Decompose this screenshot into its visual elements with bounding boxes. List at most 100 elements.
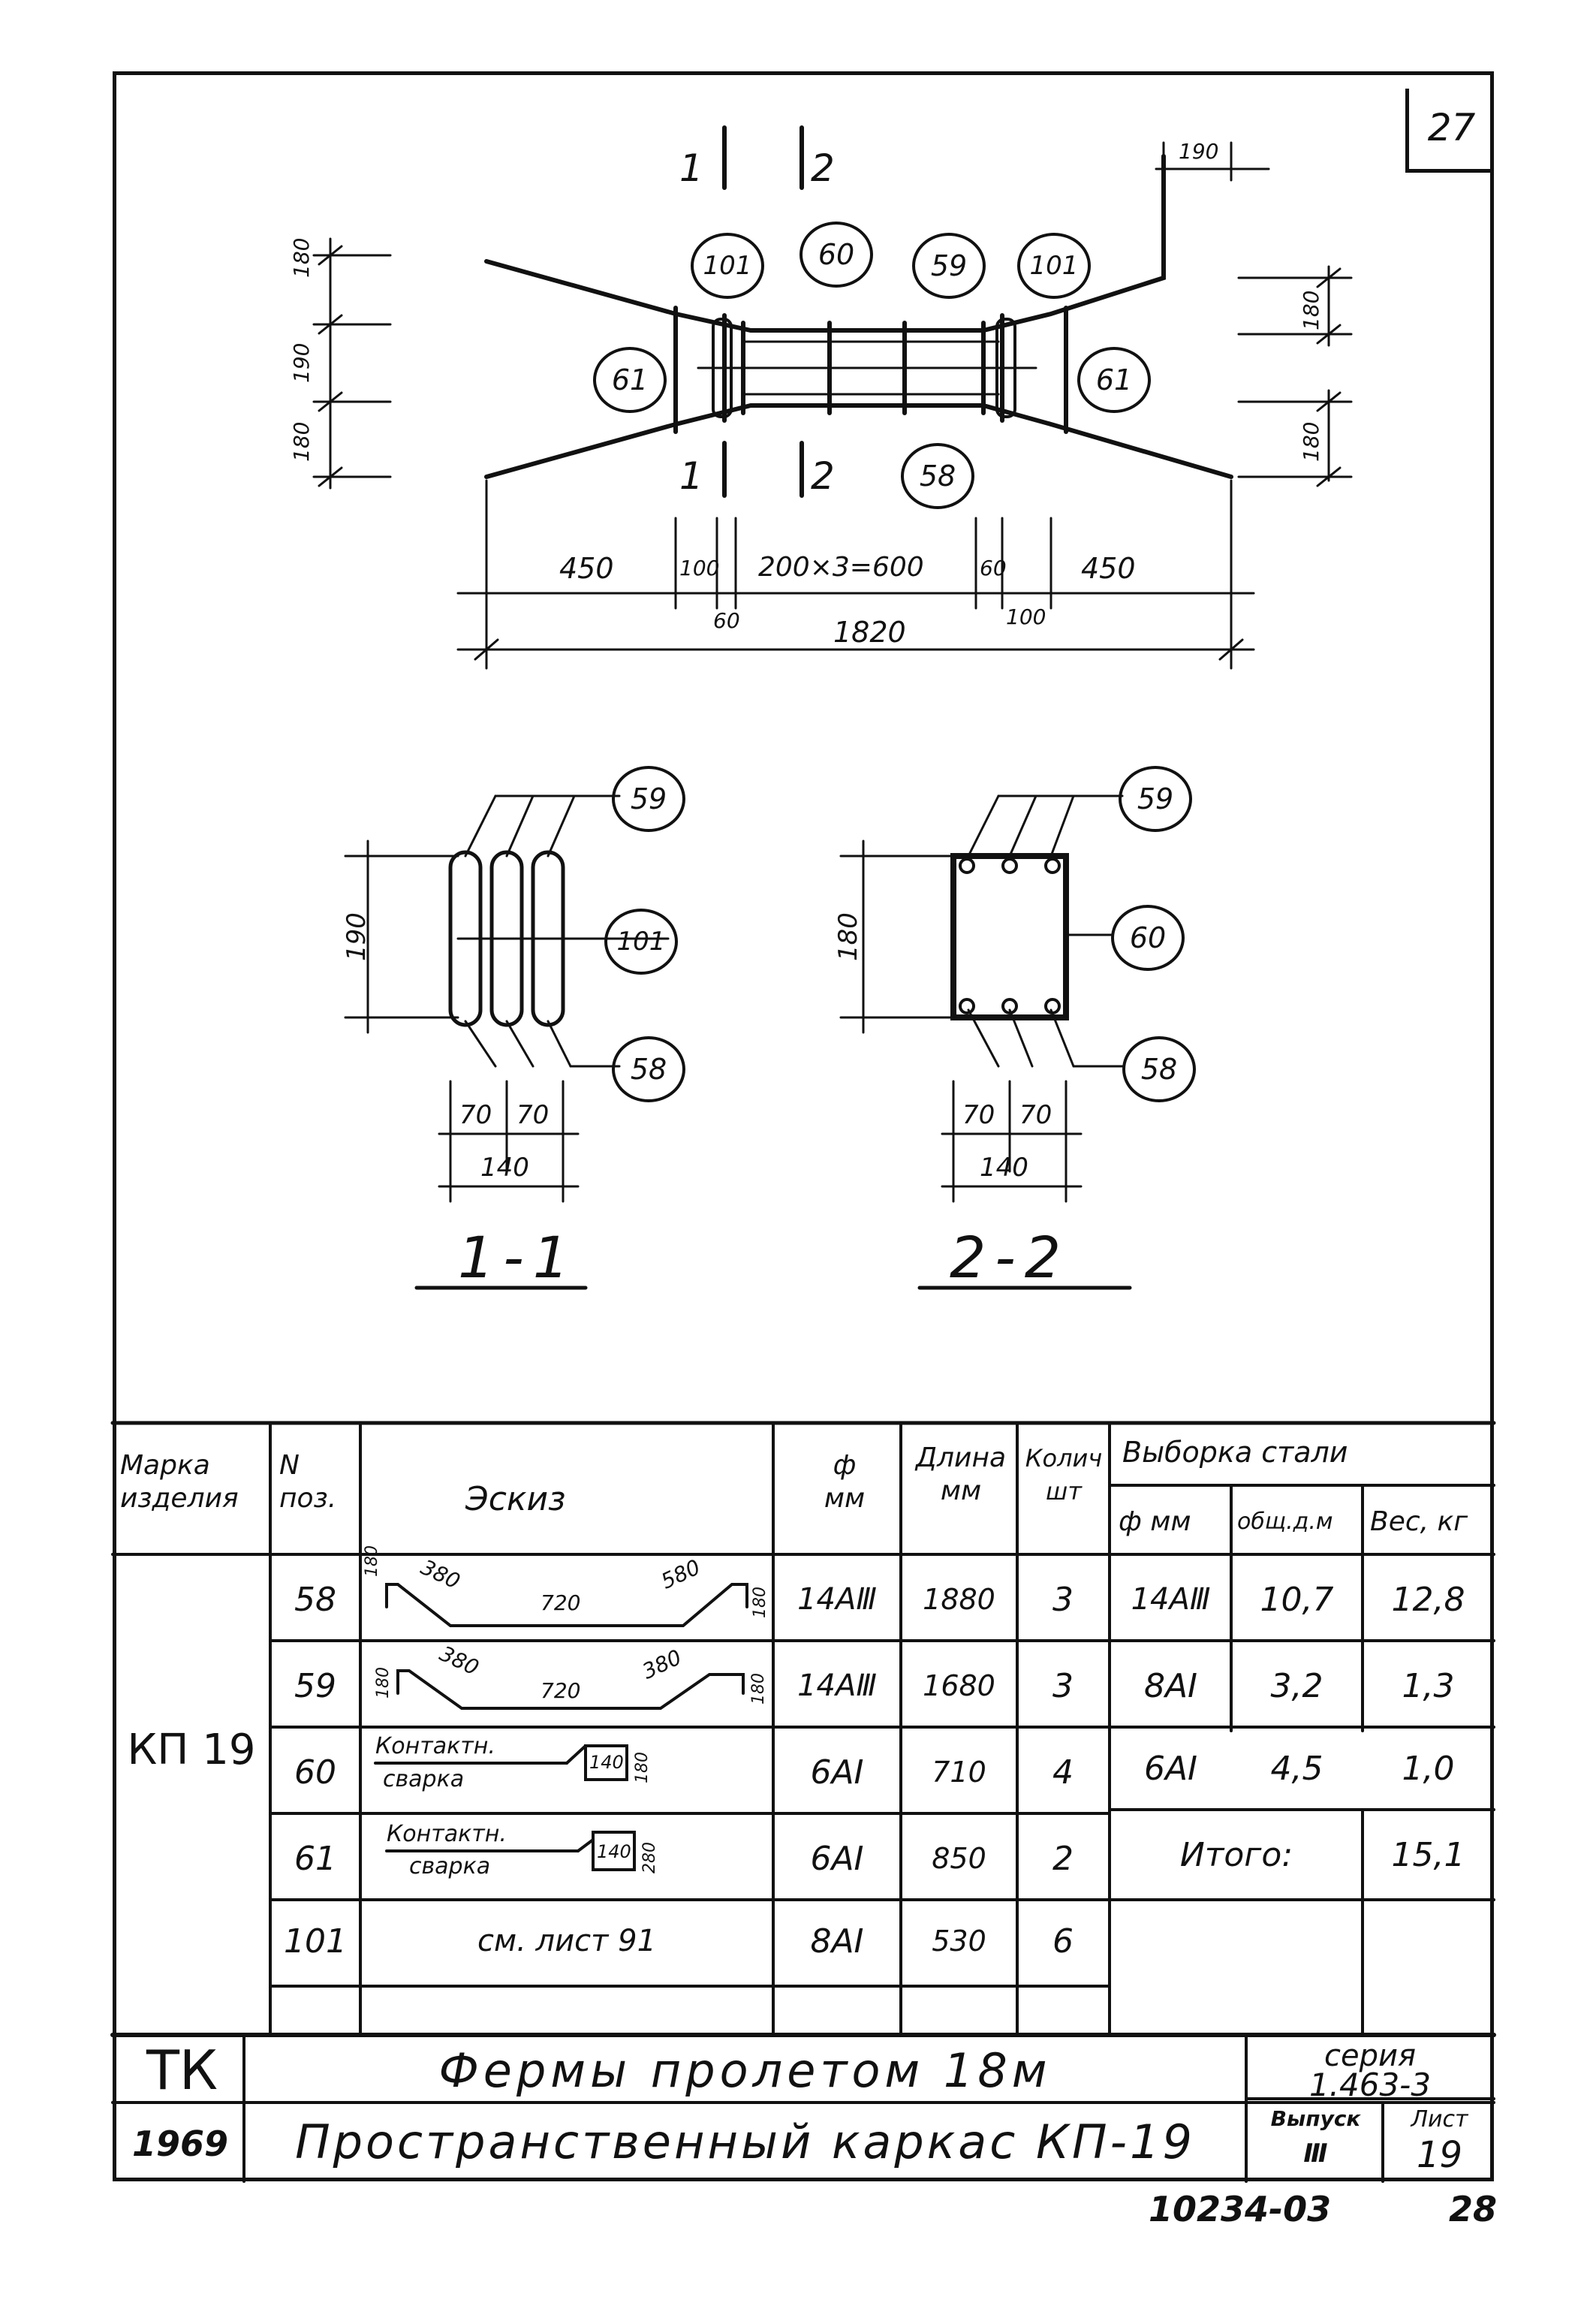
row-59-pos: 59 [294, 1666, 336, 1705]
sketch-60 [374, 1744, 628, 1781]
section-mark-1-top: 1 [679, 146, 703, 190]
s1-callout-59: 59 [612, 766, 685, 832]
steel-row-3-len: 4,5 [1270, 1749, 1323, 1788]
steel-row-3-weight: 1,0 [1402, 1749, 1455, 1788]
row-59-qty: 3 [1052, 1666, 1074, 1705]
dim-bottom-100-right: 100 [1006, 604, 1046, 629]
callout-59: 59 [912, 233, 986, 299]
sheet-index: 19 [1416, 2134, 1463, 2176]
series-label: серия [1323, 2039, 1417, 2073]
s1-width-dim-1: 70 [459, 1100, 492, 1130]
row-58-pos: 58 [294, 1580, 336, 1619]
dim-overall-1820: 1820 [833, 616, 906, 649]
s2-total-dim: 140 [980, 1153, 1028, 1183]
row-101-length: 530 [932, 1925, 986, 1958]
callout-101-right: 101 [1017, 233, 1091, 299]
sheet-subtitle: Пространственный каркас КП-19 [295, 2115, 1195, 2169]
dim-bottom-450-left: 450 [559, 552, 614, 585]
dim-bottom-100-left: 100 [679, 556, 720, 580]
sketch-59-a: 180 [374, 1667, 393, 1699]
sketch-58-c: 720 [541, 1590, 581, 1615]
steel-row-1-len: 10,7 [1260, 1580, 1334, 1619]
sketch-58-e: 180 [751, 1587, 769, 1618]
header-steel-weight: Вес, кг [1370, 1506, 1468, 1537]
row-101-pos: 101 [284, 1922, 347, 1961]
header-steel-dia: ф мм [1119, 1506, 1191, 1537]
year: 1969 [131, 2124, 229, 2164]
header-sketch: Эскиз [465, 1480, 566, 1518]
header-dia: ф мм [824, 1450, 866, 1514]
sketch-61-label-bottom: сварка [409, 1853, 491, 1879]
row-61-length: 850 [932, 1842, 986, 1875]
section-mark-1-bottom: 1 [679, 454, 703, 498]
row-61-pos: 61 [294, 1839, 336, 1878]
steel-row-2-weight: 1,3 [1402, 1666, 1455, 1705]
s1-title: 1-1 [458, 1224, 579, 1291]
drawing-code: 10234-03 [1149, 2189, 1332, 2229]
header-steel-len: общ.д.м [1237, 1509, 1333, 1535]
steel-row-2-dia: 8АI [1143, 1666, 1198, 1705]
header-length: Длина мм [915, 1442, 1007, 1506]
s2-callout-60: 60 [1111, 905, 1185, 971]
sketch-61-h: 280 [640, 1842, 659, 1873]
issue-label: Выпуск [1270, 2106, 1361, 2131]
sketch-101-ref: см. лист 91 [477, 1924, 657, 1958]
row-101-qty: 6 [1052, 1922, 1074, 1961]
table-grid [110, 1421, 1496, 2183]
dim-right-180-bottom: 180 [1299, 421, 1323, 462]
sketch-59-c: 720 [541, 1678, 581, 1703]
header-steel: Выборка стали [1122, 1436, 1348, 1469]
dim-left-180-top: 180 [289, 237, 314, 278]
row-59-length: 1680 [923, 1669, 995, 1702]
row-60-pos: 60 [294, 1753, 336, 1792]
row-58-qty: 3 [1052, 1580, 1074, 1619]
s2-height-dim: 180 [833, 912, 863, 961]
drawing-frame [113, 71, 1494, 2181]
callout-58: 58 [901, 443, 974, 509]
sketch-60-h: 180 [633, 1752, 652, 1783]
total-label: Итого: [1179, 1835, 1293, 1874]
steel-row-3-dia: 6АI [1143, 1749, 1198, 1788]
callout-101-left: 101 [691, 233, 764, 299]
sketch-60-w: 140 [589, 1752, 624, 1773]
row-60-length: 710 [932, 1756, 986, 1789]
sketch-59 [396, 1669, 745, 1710]
s2-callout-58: 58 [1122, 1036, 1196, 1102]
total-value: 15,1 [1391, 1835, 1465, 1874]
callout-61-right: 61 [1077, 347, 1151, 413]
dim-bottom-60-left: 60 [713, 608, 740, 633]
s1-total-dim: 140 [480, 1153, 529, 1183]
org-code: ТК [146, 2039, 218, 2102]
sketch-58 [385, 1583, 748, 1627]
header-pos: N поз. [279, 1450, 337, 1514]
product-mark: КП 19 [127, 1725, 256, 1774]
sheet-title: Фермы пролетом 18м [438, 2043, 1052, 2098]
s1-callout-101: 101 [604, 909, 678, 975]
issue-number: Ⅲ [1303, 2139, 1328, 2169]
dim-left-180-bottom: 180 [289, 421, 314, 462]
s2-title: 2-2 [950, 1224, 1071, 1291]
callout-60: 60 [800, 222, 873, 288]
row-61-dia: 6АI [810, 1839, 864, 1878]
header-qty: Колич шт [1025, 1444, 1103, 1506]
steel-row-2-len: 3,2 [1270, 1666, 1323, 1705]
s1-width-dim-2: 70 [516, 1100, 550, 1130]
dim-bottom-200x3: 200×3=600 [758, 552, 924, 583]
s1-height-dim: 190 [342, 912, 372, 961]
s1-callout-58: 58 [612, 1036, 685, 1102]
section-mark-2-top: 2 [811, 146, 835, 190]
section-1-1 [344, 794, 670, 1290]
row-101-dia: 8АI [810, 1922, 864, 1961]
row-60-dia: 6АI [810, 1753, 864, 1792]
sketch-60-label-top: Контактн. [375, 1733, 495, 1759]
sketch-58-a: 180 [363, 1545, 381, 1577]
header-mark: Марка изделия [120, 1450, 239, 1514]
s2-callout-59: 59 [1119, 766, 1192, 832]
sketch-61-label-top: Контактн. [387, 1821, 507, 1847]
dim-top-right-190: 190 [1179, 139, 1219, 164]
s2-width-dim-2: 70 [1019, 1100, 1052, 1130]
row-59-dia: 14АⅢ [797, 1668, 877, 1703]
plan-view [312, 125, 1353, 670]
sketch-60-label-bottom: сварка [383, 1766, 465, 1792]
